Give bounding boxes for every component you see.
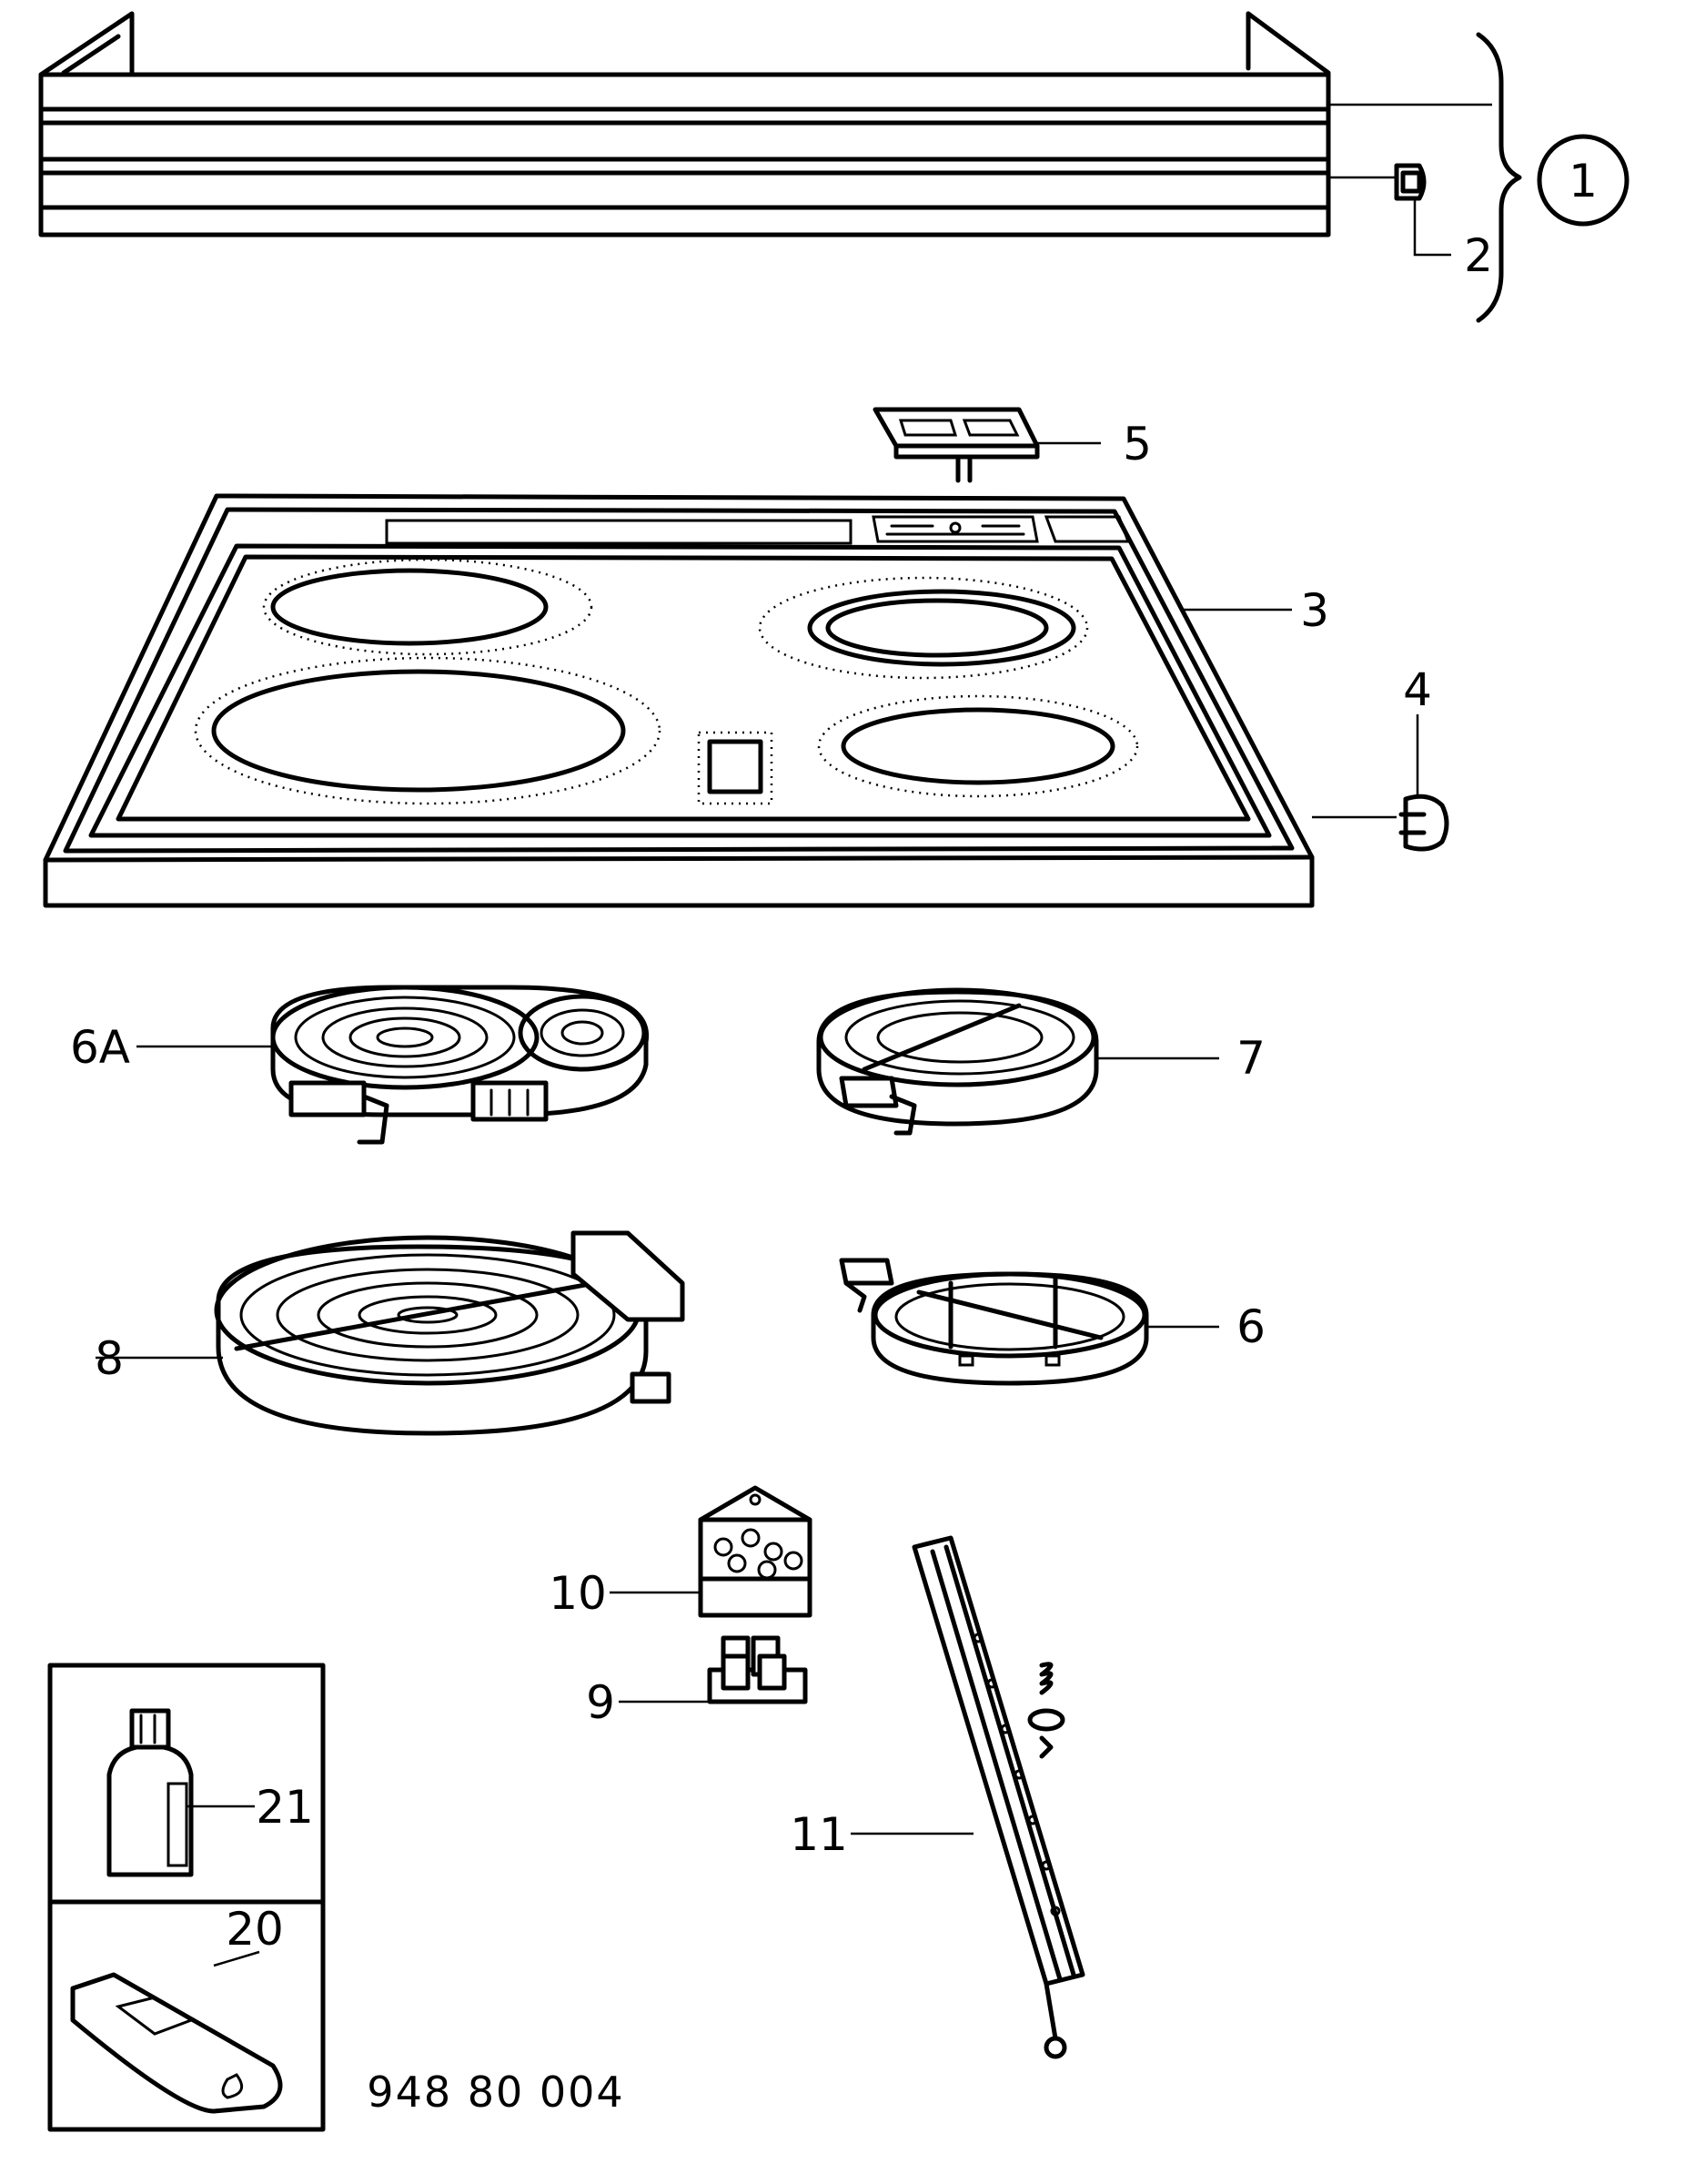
label-20: 20 (226, 1903, 284, 1956)
group-brace (1328, 32, 1630, 323)
label-2: 2 (1464, 229, 1493, 282)
label-10: 10 (549, 1567, 607, 1620)
part-10-terminal-holder (610, 1485, 812, 1618)
part-5-control-plate (873, 407, 1101, 483)
part-9-terminal-block (619, 1635, 808, 1704)
part-8-large-element (96, 1230, 685, 1436)
accessory-box (47, 1663, 326, 2132)
part-3-ceramic-hob (43, 493, 1315, 908)
label-7: 7 (1236, 1032, 1266, 1085)
label-1: 1 (1569, 155, 1598, 207)
label-5: 5 (1123, 418, 1152, 470)
front-trim-bar (38, 11, 1331, 238)
part-7-round-element (816, 987, 1219, 1136)
part-6-element-frame (839, 1258, 1219, 1386)
label-8: 8 (95, 1332, 124, 1385)
label-11: 11 (790, 1808, 848, 1861)
label-4: 4 (1403, 663, 1432, 716)
part-4-clip (1312, 714, 1449, 852)
label-3: 3 (1300, 584, 1329, 637)
drawing-number: 948 80 004 (367, 2068, 624, 2117)
label-6: 6 (1236, 1300, 1266, 1353)
label-6A: 6A (70, 1021, 130, 1074)
part-11-mounting-rail (851, 1535, 1085, 2059)
label-9: 9 (586, 1676, 615, 1729)
part-6A-dual-element (136, 985, 650, 1145)
label-21: 21 (256, 1781, 314, 1834)
part-2-plug (1328, 163, 1451, 257)
